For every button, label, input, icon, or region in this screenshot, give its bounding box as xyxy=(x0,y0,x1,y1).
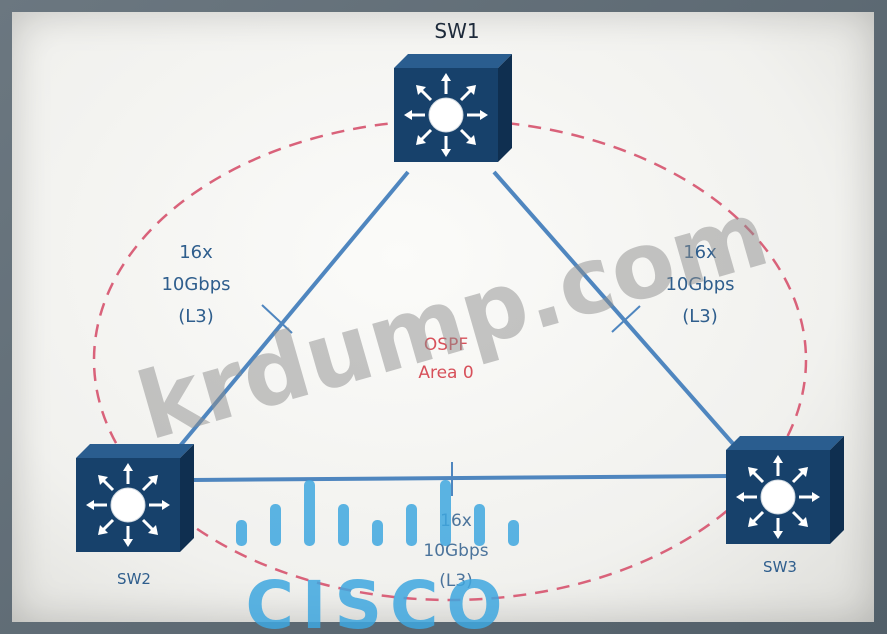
cisco-logo-word: CISCO xyxy=(245,567,510,634)
link-sw1-sw2 xyxy=(178,170,410,448)
ospf-area-name: Area 0 xyxy=(418,363,473,383)
link-left-type: (L3) xyxy=(178,306,214,327)
sw3-label: SW3 xyxy=(763,558,797,576)
ospf-area-label: OSPF Area 0 xyxy=(418,335,473,383)
link-label-left: 16x 10Gbps (L3) xyxy=(161,242,230,327)
link-bottom-type: (L3) xyxy=(439,571,473,591)
switch-sw1 xyxy=(392,52,514,164)
sw1-label: SW1 xyxy=(434,19,479,43)
link-right-type: (L3) xyxy=(682,306,718,327)
link-bottom-speed: 10Gbps xyxy=(423,541,488,561)
link-right-speed: 10Gbps xyxy=(665,274,734,295)
link-left-count: 16x xyxy=(179,242,213,263)
ospf-protocol: OSPF xyxy=(424,335,468,355)
cisco-logo-bars xyxy=(236,480,519,546)
switch-sw2 xyxy=(74,442,196,554)
bundle-mark-left xyxy=(261,304,293,334)
link-left-speed: 10Gbps xyxy=(161,274,230,295)
bundle-mark-right xyxy=(611,305,641,333)
switch-sw3 xyxy=(724,434,846,546)
link-right-count: 16x xyxy=(683,242,717,263)
link-sw1-sw3 xyxy=(492,170,737,448)
sw2-label: SW2 xyxy=(117,570,151,588)
link-sw2-sw3 xyxy=(191,474,731,482)
link-label-right: 16x 10Gbps (L3) xyxy=(665,242,734,327)
